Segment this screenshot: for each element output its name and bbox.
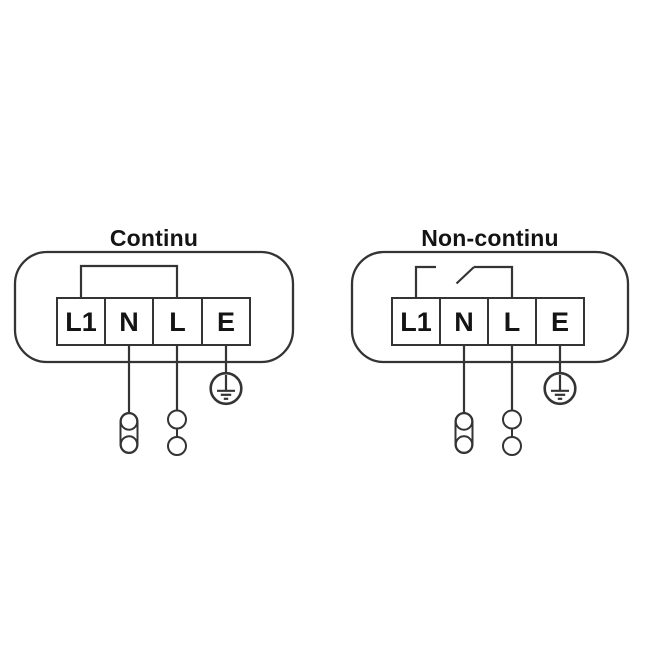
terminal-label-l1: L1 <box>400 307 432 337</box>
connector-circle <box>502 409 522 430</box>
terminal-block: L1 N L E <box>391 297 585 346</box>
connector-circle <box>454 412 474 431</box>
terminal-box-l <box>487 297 537 346</box>
connector-circle <box>167 409 187 430</box>
terminal-label-n: N <box>119 307 139 337</box>
terminal-label-l: L <box>504 307 521 337</box>
live-connector-icon <box>167 409 187 456</box>
switch-feed-wire <box>474 265 514 298</box>
diagram-non-continuous-title: Non-continu <box>421 225 559 251</box>
connector-circle <box>454 435 474 454</box>
connector-circle <box>502 436 522 456</box>
switch-blade <box>455 266 475 285</box>
protective-earth-icon <box>543 371 577 406</box>
connector-circle <box>119 412 139 431</box>
terminal-box-e <box>201 297 251 346</box>
diagram-continuous: Continu L1 N L E <box>13 225 295 456</box>
switch-wire-l1-to-l <box>414 265 514 298</box>
terminal-label-l1: L1 <box>65 307 97 337</box>
connector-circle <box>167 436 187 456</box>
terminal-label-l: L <box>169 307 186 337</box>
device-enclosure <box>13 250 295 364</box>
terminal-label-e: E <box>217 307 235 337</box>
terminal-block: L1 N L E <box>56 297 251 346</box>
device-enclosure <box>350 250 630 364</box>
protective-earth-icon <box>209 371 243 406</box>
connector-circle <box>119 435 139 454</box>
switch-fixed-contact <box>414 265 436 298</box>
earth-circle <box>543 371 577 406</box>
neutral-connector-icon <box>119 412 139 454</box>
terminal-label-n: N <box>454 307 474 337</box>
terminal-box-l1 <box>56 297 106 346</box>
diagram-continuous-title: Continu <box>110 225 198 251</box>
terminal-label-e: E <box>551 307 569 337</box>
earth-circle <box>209 371 243 406</box>
connector-capsule <box>119 412 139 454</box>
terminal-box-l1 <box>391 297 441 346</box>
neutral-connector-icon <box>454 412 474 454</box>
live-connector-icon <box>502 409 522 456</box>
bridge-wire-l1-to-l <box>79 264 179 298</box>
diagram-non-continuous: Non-continu L1 N L E <box>350 225 630 456</box>
connector-capsule <box>454 412 474 454</box>
